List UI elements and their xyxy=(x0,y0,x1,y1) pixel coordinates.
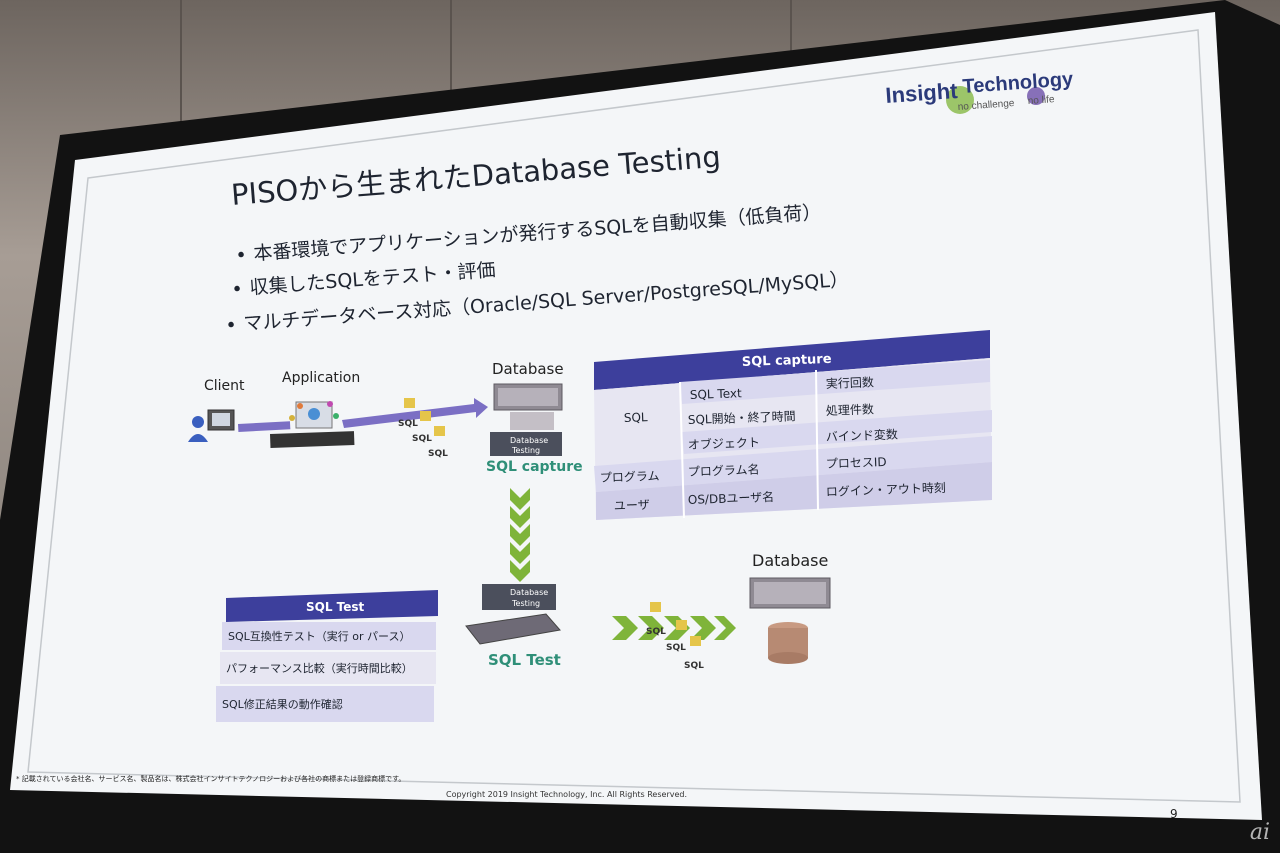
bullet-dot: • xyxy=(231,278,244,301)
database-top-label: Database xyxy=(492,360,564,378)
row-group: SQL xyxy=(624,410,649,425)
row-item: オブジェクト xyxy=(688,434,760,452)
logo-brand-2: Technology xyxy=(962,68,1075,98)
row-group: プログラム xyxy=(600,469,660,485)
test-table-header: SQL Test xyxy=(306,600,365,614)
page-number: 9 xyxy=(1170,807,1178,821)
client-node: Client xyxy=(188,378,245,442)
bullet-2: 収集したSQLをテスト・評価 xyxy=(249,259,497,299)
gear-icon xyxy=(308,408,320,420)
database-bottom-label: Database xyxy=(752,551,828,570)
user-icon xyxy=(192,416,204,428)
database-bottom-node: Database xyxy=(750,551,830,664)
sql-icon xyxy=(690,636,701,646)
row-value: バインド変数 xyxy=(826,426,898,444)
badge-text: Testing xyxy=(511,599,540,608)
application-label: Application xyxy=(282,370,360,386)
test-row: SQL修正結果の動作確認 xyxy=(222,697,343,711)
sql-tag: SQL xyxy=(684,661,704,671)
sql-icon xyxy=(404,398,415,408)
logo-tagline-b: no life xyxy=(1027,94,1055,107)
bullet-dot: • xyxy=(235,244,248,267)
app-base xyxy=(270,431,354,448)
footer-copyright: Copyright 2019 Insight Technology, Inc. … xyxy=(446,790,687,799)
slide-title: PISOから生まれたDatabase Testing xyxy=(230,140,722,212)
chevron-down-icon xyxy=(510,488,530,582)
test-table: SQL Test SQL互換性テスト（実行 or パース） パフォーマンス比較（… xyxy=(216,590,438,722)
row-value: 実行回数 xyxy=(826,374,875,391)
sql-icon xyxy=(420,411,431,421)
bullet-dot: • xyxy=(225,314,238,337)
footer-note: * 記載されている会社名、サービス名、製品名は、株式会社インサイトテクノロジーお… xyxy=(16,774,405,783)
row-value: プロセスID xyxy=(826,455,887,471)
bullet-1: 本番環境でアプリケーションが発行するSQLを自動収集（低負荷） xyxy=(253,201,822,265)
sql-tag: SQL xyxy=(398,419,418,429)
test-label: SQL Test xyxy=(488,651,561,669)
row-item: プログラム名 xyxy=(688,462,760,479)
sql-icon xyxy=(434,426,445,436)
test-row: SQL互換性テスト（実行 or パース） xyxy=(228,629,410,643)
capture-table-header: SQL capture xyxy=(742,352,832,370)
watermark-logo: ai xyxy=(1250,820,1270,845)
row-item: OS/DBユーザ名 xyxy=(688,489,775,507)
badge-text: Database xyxy=(510,588,548,597)
database-top-node: Database Database Testing SQL capture xyxy=(486,360,583,475)
row-value: 処理件数 xyxy=(826,401,875,418)
badge-text: Database xyxy=(510,436,548,445)
application-node: Application xyxy=(270,370,360,448)
insight-logo: Insight Technology no challenge no life xyxy=(885,68,1075,114)
laptop-icon xyxy=(466,614,560,644)
sql-test-node: Database Testing SQL Test xyxy=(466,584,561,669)
sql-icon xyxy=(650,602,661,612)
row-group: ユーザ xyxy=(614,498,650,513)
arrow-right-icon xyxy=(612,616,736,640)
row-item: SQL Text xyxy=(690,386,743,402)
test-row: パフォーマンス比較（実行時間比較） xyxy=(226,661,413,675)
badge-text: Testing xyxy=(511,446,540,455)
sql-tag: SQL xyxy=(428,449,448,459)
sql-tag: SQL xyxy=(646,627,666,637)
logo-brand: Insight xyxy=(885,78,959,108)
sql-tag: SQL xyxy=(666,643,686,653)
client-label: Client xyxy=(204,378,245,394)
sql-tag: SQL xyxy=(412,434,432,444)
capture-table: SQL capture SQL SQL Text 実行回数 SQL開始・終了時間… xyxy=(594,330,992,520)
sql-icon xyxy=(676,620,687,630)
capture-label: SQL capture xyxy=(486,459,583,475)
